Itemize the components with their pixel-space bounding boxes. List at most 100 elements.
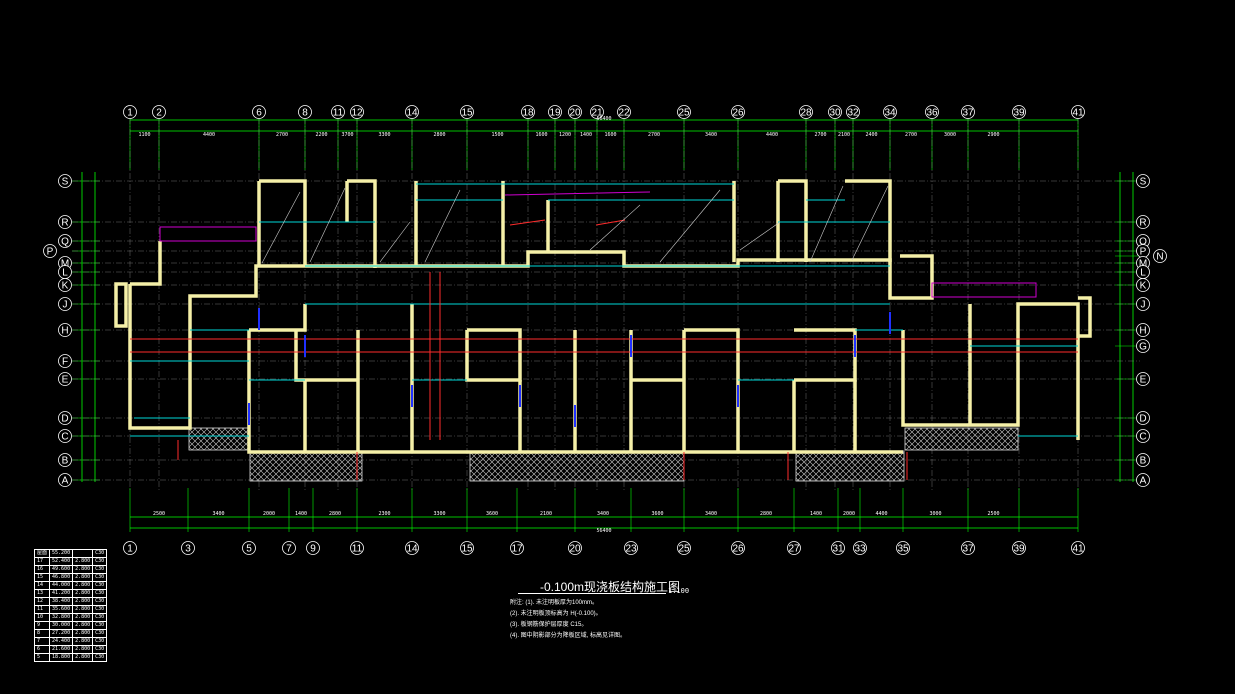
axis-bubble-circle [58,234,72,248]
level-cell: 2.800 [72,597,94,606]
axis-bubble-label: 39 [1013,108,1025,119]
stair-line [261,191,301,264]
note-line: (4). 图中阴影部分为降板区域, 标高见详图。 [510,633,627,639]
axis-bubble: S [1136,174,1150,188]
axis-bubble: 41 [1071,105,1085,119]
axis-bubble: 6 [252,105,266,119]
level-cell: 9 [33,621,51,630]
axis-bubble-label: J [1141,300,1146,311]
axis-bubble: 39 [1012,541,1026,555]
axis-bubble-circle [405,541,419,555]
axis-bubble-label: Q [1139,237,1147,248]
axis-bubble-circle [181,541,195,555]
axis-bubble-label: N [1156,252,1163,263]
axis-bubble-label: 20 [569,544,581,555]
axis-bubble: 27 [787,541,801,555]
level-cell: C30 [92,589,108,598]
pipe-outline [931,282,1037,298]
axis-bubble-circle [787,541,801,555]
wall [257,179,377,268]
axis-bubble: 25 [677,105,691,119]
level-cell: C30 [92,565,108,574]
dimension-label: 3700 [341,132,353,138]
dimension-label: 3400 [597,511,609,517]
axis-bubble-label: 37 [962,544,974,555]
level-cell: 2.800 [72,605,94,614]
level-cell: C30 [92,549,108,558]
axis-bubble-label: J [63,300,68,311]
axis-bubble: 30 [828,105,842,119]
dimension-label: 2900 [987,132,999,138]
axis-bubble-circle [282,541,296,555]
axis-bubble-circle [298,105,312,119]
axis-bubble-circle [350,541,364,555]
axis-bubble-label: 17 [511,544,523,555]
axis-bubble-label: 3 [185,544,191,555]
axis-bubble: 31 [831,541,845,555]
axis-bubble-circle [58,429,72,443]
drawing-notes: 附注: (1). 未注明板厚为100mm。 (2). 未注明板顶标高为 H(-0… [510,598,626,642]
axis-bubble: 21 [590,105,604,119]
axis-bubble-circle [1012,541,1026,555]
axis-bubble-label: 18 [522,108,534,119]
axis-bubble: 20 [568,541,582,555]
axis-bubble-circle [123,105,137,119]
level-cell: 2.800 [72,629,94,638]
axis-bubble-label: 14 [406,108,418,119]
stair-line [851,185,889,261]
level-cell: 2.800 [72,613,94,622]
axis-bubble-label: 15 [461,108,473,119]
level-cell: C30 [92,653,108,662]
axis-bubble-circle [252,105,266,119]
axis-bubble-label: 14 [406,544,418,555]
axis-bubble-label: 32 [847,108,859,119]
axis-bubble-label: K [62,281,69,292]
axis-bubble: B [1136,453,1150,467]
dimension-label: 3400 [705,511,717,517]
axis-bubble-label: 28 [800,108,812,119]
pipe-outline [159,226,257,242]
level-cell: 24.400 [49,637,74,646]
axis-bubble-circle [58,411,72,425]
level-cell: 16 [33,565,51,574]
level-cell: C30 [92,637,108,646]
level-cell: 49.600 [49,565,74,574]
axis-bubble-label: 35 [897,544,909,555]
level-cell: 12 [33,597,51,606]
dimension-label: 56400 [596,116,611,122]
axis-bubble: 39 [1012,105,1026,119]
axis-bubble-label: 12 [351,108,363,119]
axis-bubble-label: 23 [625,544,637,555]
dimension-label: 1200 [559,132,571,138]
axis-bubble-circle [896,541,910,555]
level-cell: 41.200 [49,589,74,598]
axis-bubble-label: 7 [286,544,292,555]
axis-bubble-label: 37 [962,108,974,119]
axis-bubble-circle [331,105,345,119]
level-cell: C30 [92,621,108,630]
axis-bubble-label: 34 [884,108,896,119]
level-cell: 46.800 [49,573,74,582]
axis-bubble: K [1136,278,1150,292]
rebar-line [429,272,441,440]
rebar-line [130,338,1078,353]
level-cell: 2.800 [72,557,94,566]
level-cell: C30 [92,605,108,614]
axis-bubble-label: 6 [256,108,262,119]
axis-bubble: 36 [925,105,939,119]
note-line: 附注: (1). 未注明板厚为100mm。 [510,600,599,606]
axis-bubble: E [1136,372,1150,386]
recessed-slab-hatch [469,450,685,482]
wall [128,250,934,430]
axis-bubble: 18 [521,105,535,119]
axis-bubble: 7 [282,541,296,555]
axis-bubble-circle [828,105,842,119]
dimension-label: 2100 [838,132,850,138]
note-line: (2). 未注明板顶标高为 H(-0.100)。 [510,611,602,617]
axis-bubble-label: E [62,375,69,386]
